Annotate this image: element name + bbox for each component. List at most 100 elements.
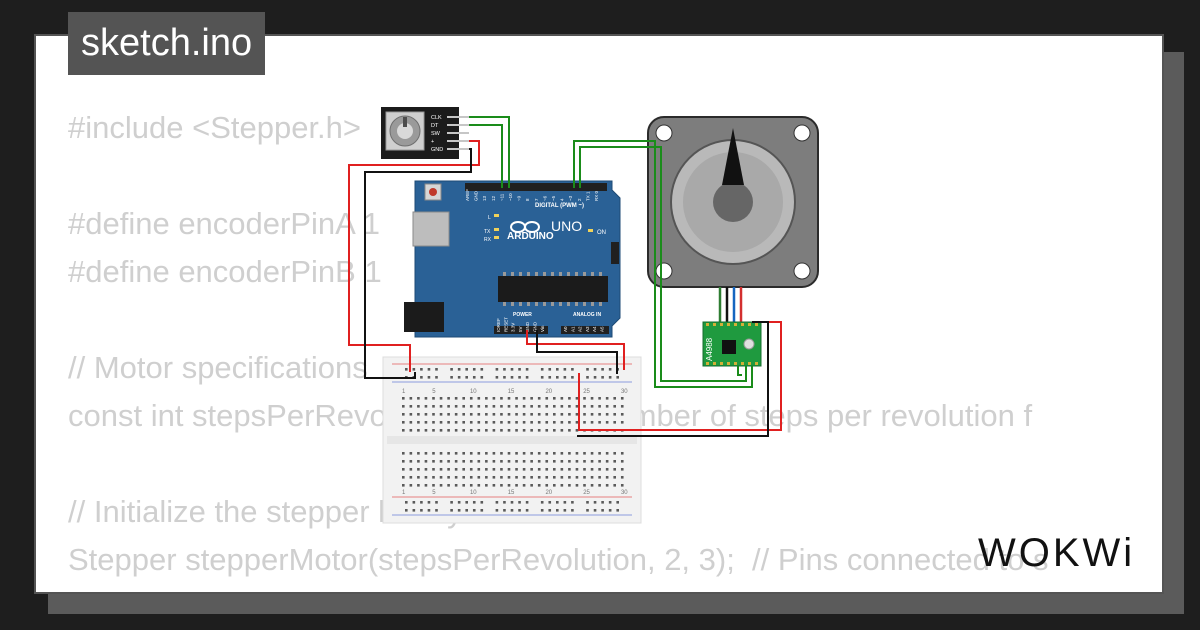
breadboard-hole[interactable] <box>480 376 484 379</box>
breadboard-hole[interactable] <box>402 405 405 408</box>
breadboard-hole[interactable] <box>457 368 461 371</box>
breadboard-hole[interactable] <box>608 368 612 371</box>
breadboard-hole[interactable] <box>522 484 526 487</box>
breadboard-hole[interactable] <box>515 429 518 432</box>
breadboard-hole[interactable] <box>432 421 435 424</box>
breadboard-hole[interactable] <box>465 368 468 371</box>
breadboard-hole[interactable] <box>477 476 481 479</box>
breadboard-hole[interactable] <box>492 413 496 416</box>
breadboard-hole[interactable] <box>545 460 549 463</box>
breadboard-hole[interactable] <box>435 368 438 371</box>
breadboard-hole[interactable] <box>605 476 609 479</box>
breadboard-hole[interactable] <box>575 460 579 463</box>
breadboard-hole[interactable] <box>530 429 533 432</box>
breadboard-hole[interactable] <box>480 368 484 371</box>
breadboard-hole[interactable] <box>495 501 499 504</box>
breadboard-hole[interactable] <box>500 468 503 471</box>
breadboard-hole[interactable] <box>620 476 624 479</box>
breadboard-hole[interactable] <box>447 476 450 479</box>
breadboard-hole[interactable] <box>525 509 529 512</box>
breadboard-hole[interactable] <box>598 452 601 455</box>
breadboard-hole[interactable] <box>500 476 503 479</box>
breadboard-hole[interactable] <box>424 429 428 432</box>
breadboard-hole[interactable] <box>613 413 616 416</box>
breadboard-hole[interactable] <box>583 452 586 455</box>
breadboard-hole[interactable] <box>522 468 526 471</box>
breadboard-hole[interactable] <box>537 452 541 455</box>
breadboard-hole[interactable] <box>447 468 450 471</box>
stepper-motor[interactable] <box>647 116 819 322</box>
breadboard-hole[interactable] <box>454 429 458 432</box>
breadboard-hole[interactable] <box>560 421 564 424</box>
breadboard-hole[interactable] <box>515 452 518 455</box>
breadboard-hole[interactable] <box>556 509 559 512</box>
breadboard-hole[interactable] <box>492 484 496 487</box>
breadboard-hole[interactable] <box>462 476 465 479</box>
breadboard-hole[interactable] <box>571 501 574 504</box>
breadboard-hole[interactable] <box>608 501 612 504</box>
breadboard-hole[interactable] <box>424 405 428 408</box>
breadboard-hole[interactable] <box>590 484 594 487</box>
breadboard-hole[interactable] <box>432 405 435 408</box>
breadboard-hole[interactable] <box>556 368 559 371</box>
file-title-tab[interactable]: sketch.ino <box>68 12 266 75</box>
breadboard-hole[interactable] <box>571 509 574 512</box>
breadboard-hole[interactable] <box>485 421 488 424</box>
breadboard-hole[interactable] <box>537 484 541 487</box>
breadboard-hole[interactable] <box>495 509 499 512</box>
breadboard-hole[interactable] <box>537 413 541 416</box>
breadboard-hole[interactable] <box>435 376 438 379</box>
breadboard-hole[interactable] <box>450 509 453 512</box>
breadboard-hole[interactable] <box>537 460 541 463</box>
breadboard-hole[interactable] <box>586 501 589 504</box>
breadboard-hole[interactable] <box>560 452 564 455</box>
breadboard-hole[interactable] <box>593 368 597 371</box>
breadboard-hole[interactable] <box>620 484 624 487</box>
breadboard-hole[interactable] <box>530 452 533 455</box>
breadboard-hole[interactable] <box>462 429 465 432</box>
breadboard-hole[interactable] <box>409 405 413 408</box>
breadboard-hole[interactable] <box>492 405 496 408</box>
breadboard-hole[interactable] <box>454 421 458 424</box>
breadboard-hole[interactable] <box>462 484 465 487</box>
breadboard-hole[interactable] <box>472 501 476 504</box>
breadboard-hole[interactable] <box>537 468 541 471</box>
breadboard-hole[interactable] <box>590 476 594 479</box>
breadboard-hole[interactable] <box>439 397 443 400</box>
breadboard-hole[interactable] <box>537 397 541 400</box>
breadboard-hole[interactable] <box>402 484 405 487</box>
breadboard-hole[interactable] <box>545 476 549 479</box>
breadboard-hole[interactable] <box>420 368 423 371</box>
breadboard-hole[interactable] <box>616 509 619 512</box>
breadboard-hole[interactable] <box>439 484 443 487</box>
breadboard-hole[interactable] <box>435 509 438 512</box>
breadboard-hole[interactable] <box>462 452 465 455</box>
breadboard-hole[interactable] <box>598 413 601 416</box>
breadboard-hole[interactable] <box>522 421 526 424</box>
breadboard-hole[interactable] <box>500 405 503 408</box>
breadboard-hole[interactable] <box>469 468 473 471</box>
breadboard-hole[interactable] <box>450 376 453 379</box>
breadboard-hole[interactable] <box>575 397 579 400</box>
breadboard-hole[interactable] <box>575 452 579 455</box>
breadboard-hole[interactable] <box>518 368 521 371</box>
breadboard-hole[interactable] <box>469 397 473 400</box>
breadboard-hole[interactable] <box>409 468 413 471</box>
breadboard-hole[interactable] <box>553 397 556 400</box>
breadboard-hole[interactable] <box>620 468 624 471</box>
breadboard-hole[interactable] <box>477 460 481 463</box>
breadboard-hole[interactable] <box>507 460 511 463</box>
breadboard-hole[interactable] <box>545 405 549 408</box>
breadboard-hole[interactable] <box>515 476 518 479</box>
arduino-uno[interactable]: ARDUINO UNO DIGITAL (PWM ~) POWER ANALOG… <box>404 180 621 338</box>
breadboard-hole[interactable] <box>510 501 514 504</box>
breadboard-hole[interactable] <box>593 501 597 504</box>
breadboard-hole[interactable] <box>568 413 571 416</box>
breadboard-hole[interactable] <box>454 452 458 455</box>
breadboard-hole[interactable] <box>432 484 435 487</box>
breadboard-hole[interactable] <box>548 509 552 512</box>
breadboard-hole[interactable] <box>515 460 518 463</box>
breadboard-hole[interactable] <box>472 376 476 379</box>
breadboard-hole[interactable] <box>439 452 443 455</box>
